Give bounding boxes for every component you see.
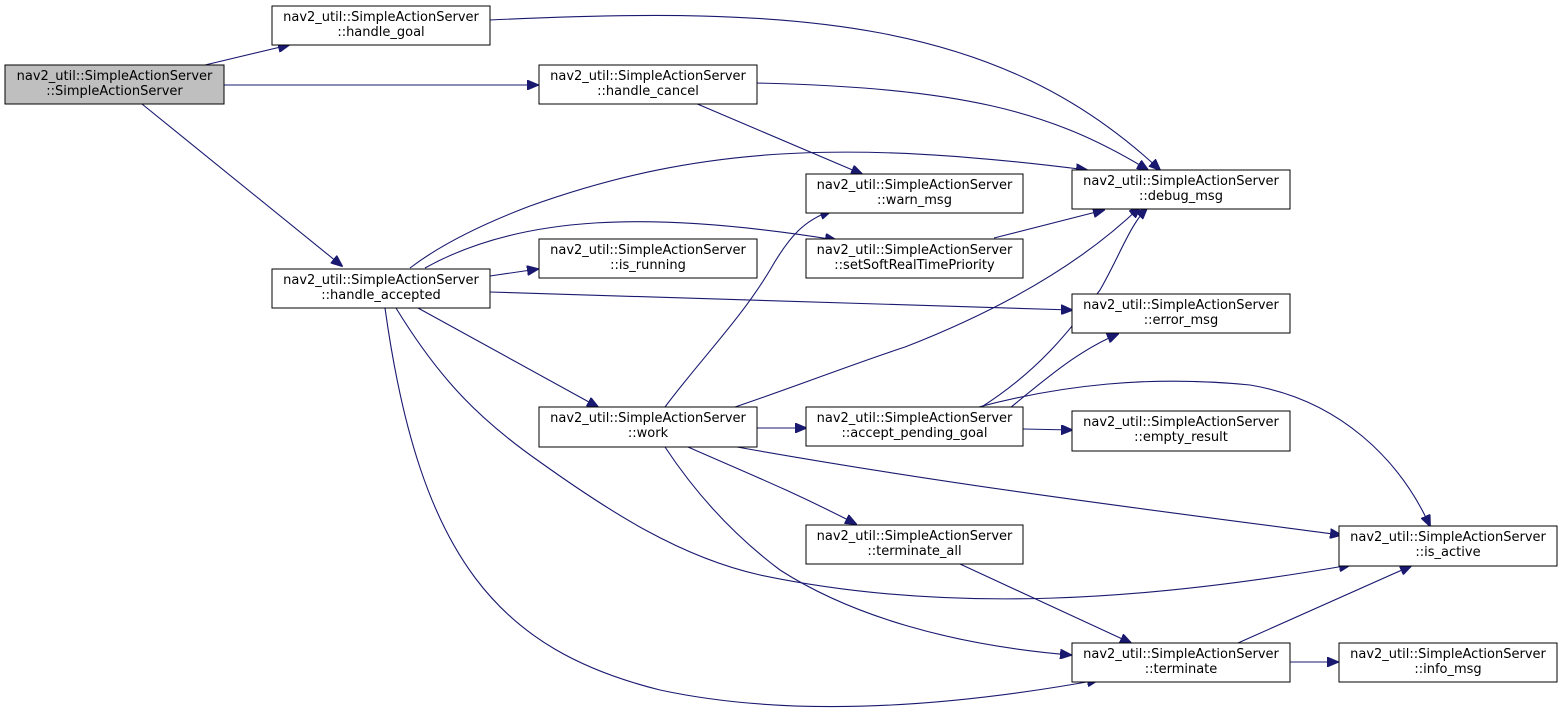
edge-handle-accepted-debug-msg bbox=[409, 151, 1087, 269]
node-label-line1: nav2_util::SimpleActionServer bbox=[1350, 530, 1546, 545]
node-label-line1: nav2_util::SimpleActionServer bbox=[817, 178, 1013, 193]
node-label-line1: nav2_util::SimpleActionServer bbox=[817, 529, 1013, 544]
node-label-line2: ::handle_cancel bbox=[597, 84, 699, 99]
edge-handle-accepted-work bbox=[417, 307, 598, 407]
node-debug-msg[interactable]: nav2_util::SimpleActionServer ::debug_ms… bbox=[1071, 169, 1291, 210]
node-label-line2: ::terminate_all bbox=[867, 544, 961, 559]
edge-accept-pending-is-active bbox=[974, 380, 1430, 526]
edge-work-is-active bbox=[736, 446, 1341, 535]
edge-handle-accepted-is-running bbox=[489, 269, 538, 277]
edge-ctor-handle-accepted bbox=[141, 103, 342, 266]
node-label-line2: ::info_msg bbox=[1414, 662, 1481, 677]
node-is-active[interactable]: nav2_util::SimpleActionServer ::is_activ… bbox=[1338, 525, 1558, 567]
node-simple-action-server-ctor[interactable]: nav2_util::SimpleActionServer ::SimpleAc… bbox=[4, 64, 225, 105]
edge-handle-accepted-error-msg bbox=[489, 291, 1072, 310]
node-label-line2: ::handle_goal bbox=[337, 25, 424, 40]
edge-ctor-handle-goal bbox=[204, 45, 289, 66]
edge-work-terminate bbox=[664, 446, 1071, 655]
node-label-line2: ::setSoftRealTimePriority bbox=[834, 258, 995, 273]
edge-accept-pending-error-msg bbox=[1009, 334, 1118, 409]
edge-handle-cancel-debug-msg bbox=[756, 82, 1148, 170]
node-label-line1: nav2_util::SimpleActionServer bbox=[1083, 647, 1279, 662]
node-label-line1: nav2_util::SimpleActionServer bbox=[817, 411, 1013, 426]
edges bbox=[141, 14, 1430, 708]
node-terminate[interactable]: nav2_util::SimpleActionServer ::terminat… bbox=[1071, 642, 1291, 683]
node-handle-cancel[interactable]: nav2_util::SimpleActionServer ::handle_c… bbox=[538, 64, 758, 105]
edge-work-debug-msg bbox=[734, 207, 1140, 408]
node-handle-accepted[interactable]: nav2_util::SimpleActionServer ::handle_a… bbox=[271, 268, 491, 309]
node-label-line1: nav2_util::SimpleActionServer bbox=[817, 243, 1013, 258]
edge-handle-accepted-is-active bbox=[395, 307, 1350, 600]
node-error-msg[interactable]: nav2_util::SimpleActionServer ::error_ms… bbox=[1071, 293, 1291, 334]
node-handle-goal[interactable]: nav2_util::SimpleActionServer ::handle_g… bbox=[271, 5, 491, 46]
node-is-running[interactable]: nav2_util::SimpleActionServer ::is_runni… bbox=[538, 238, 758, 279]
edge-set-soft-rt-debug-msg bbox=[993, 210, 1104, 239]
node-label-line2: ::SimpleActionServer bbox=[46, 84, 183, 99]
node-label-line1: nav2_util::SimpleActionServer bbox=[1083, 298, 1279, 313]
edge-work-warn-msg bbox=[664, 211, 831, 408]
node-label-line2: ::is_active bbox=[1415, 545, 1480, 560]
edge-handle-goal-debug-msg bbox=[489, 14, 1160, 170]
node-label-line2: ::debug_msg bbox=[1139, 189, 1223, 204]
node-terminate-all[interactable]: nav2_util::SimpleActionServer ::terminat… bbox=[805, 524, 1024, 565]
edge-handle-cancel-warn-msg bbox=[694, 102, 862, 174]
node-accept-pending-goal[interactable]: nav2_util::SimpleActionServer ::accept_p… bbox=[805, 406, 1024, 447]
node-empty-result[interactable]: nav2_util::SimpleActionServer ::empty_re… bbox=[1071, 410, 1291, 452]
node-label-line2: ::work bbox=[628, 426, 669, 441]
node-label-line1: nav2_util::SimpleActionServer bbox=[550, 243, 746, 258]
node-label-line2: ::accept_pending_goal bbox=[842, 426, 988, 441]
node-label-line1: nav2_util::SimpleActionServer bbox=[17, 69, 213, 84]
node-label-line1: nav2_util::SimpleActionServer bbox=[283, 10, 479, 25]
node-label-line2: ::error_msg bbox=[1144, 313, 1218, 328]
node-work[interactable]: nav2_util::SimpleActionServer ::work bbox=[538, 406, 758, 448]
edge-terminate-is-active bbox=[1237, 566, 1411, 644]
node-label-line2: ::handle_accepted bbox=[321, 288, 440, 303]
node-label-line1: nav2_util::SimpleActionServer bbox=[283, 273, 479, 288]
node-label-line2: ::is_running bbox=[610, 258, 686, 273]
node-label-line1: nav2_util::SimpleActionServer bbox=[550, 69, 746, 84]
node-label-line1: nav2_util::SimpleActionServer bbox=[1083, 415, 1279, 430]
node-label-line2: ::empty_result bbox=[1134, 430, 1228, 445]
edge-handle-accepted-terminate bbox=[384, 307, 1098, 708]
edge-work-terminate-all bbox=[687, 446, 856, 524]
node-label-line1: nav2_util::SimpleActionServer bbox=[550, 411, 746, 426]
nodes: nav2_util::SimpleActionServer ::SimpleAc… bbox=[4, 5, 1558, 683]
edge-terminate-all-terminate bbox=[959, 563, 1131, 643]
node-label-line2: ::warn_msg bbox=[877, 193, 952, 208]
node-label-line1: nav2_util::SimpleActionServer bbox=[1083, 174, 1279, 189]
edge-handle-accepted-set-soft-rt bbox=[424, 221, 836, 269]
node-label-line2: ::terminate bbox=[1145, 662, 1218, 677]
node-info-msg[interactable]: nav2_util::SimpleActionServer ::info_msg bbox=[1338, 642, 1558, 683]
node-warn-msg[interactable]: nav2_util::SimpleActionServer ::warn_msg bbox=[805, 173, 1024, 214]
node-set-soft-real-time-priority[interactable]: nav2_util::SimpleActionServer ::setSoftR… bbox=[805, 238, 1024, 279]
node-label-line1: nav2_util::SimpleActionServer bbox=[1350, 647, 1546, 662]
edge-accept-pending-empty-result bbox=[1022, 429, 1072, 430]
